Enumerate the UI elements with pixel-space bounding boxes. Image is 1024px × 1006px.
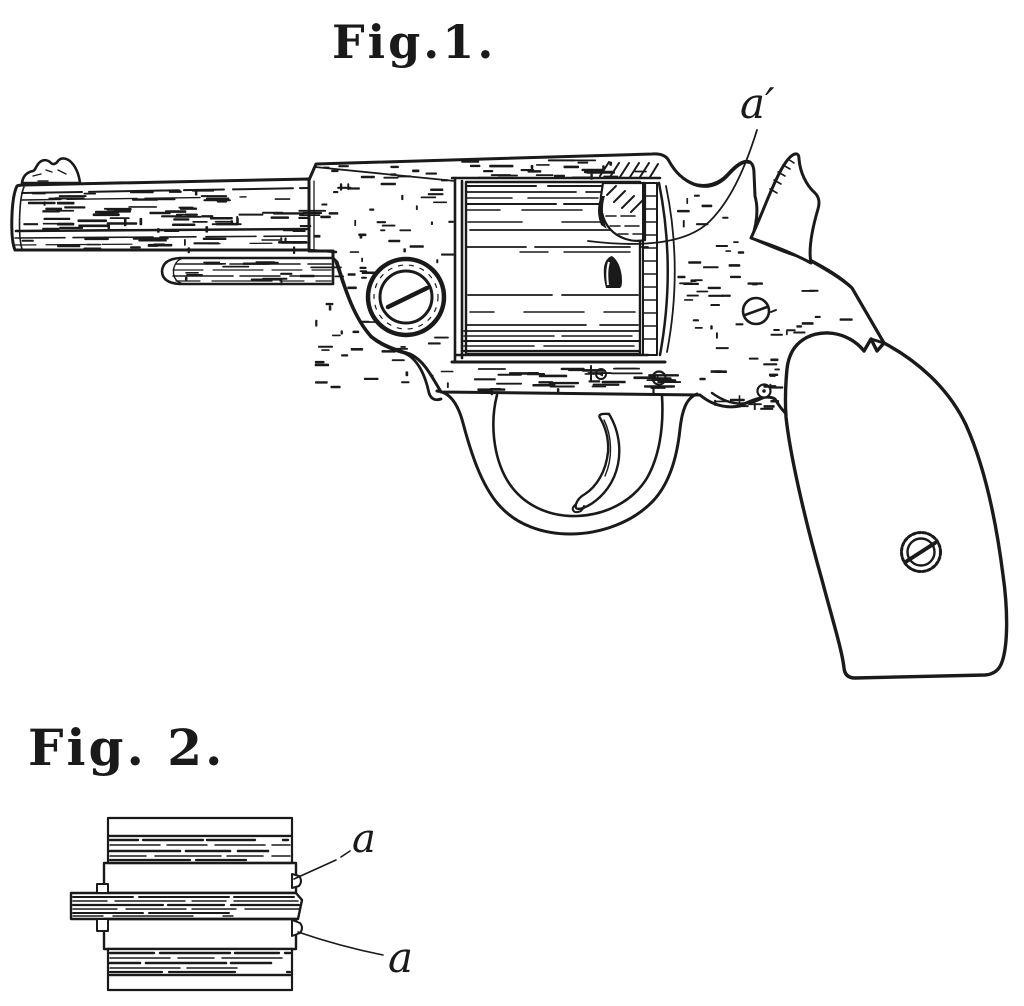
leader-line-a-prime: [587, 129, 758, 245]
section-left-step-upper: [96, 883, 109, 894]
callout-a-bottom-label: a: [388, 933, 413, 982]
top-strap-bevel-line: [314, 166, 456, 182]
cylinder-ratchet: [598, 181, 647, 242]
section-band-hatch-lower: [102, 917, 298, 951]
section-band-hatch-upper: [102, 861, 298, 895]
bullet-in-chamber: [603, 256, 622, 288]
barrel: [10, 157, 311, 252]
leader-line-a-bottom: [297, 931, 384, 956]
front-sight: [20, 157, 82, 185]
cylinder-rear-shield: [639, 181, 676, 357]
grip: [783, 331, 1009, 680]
figure2-drawing: Fig. 2.: [28, 718, 413, 992]
frame-screw-rear: [741, 296, 777, 326]
figure2-label: Fig. 2.: [28, 718, 225, 777]
leader-line-a-top: [293, 850, 351, 880]
callout-a-top-label: a: [352, 816, 376, 862]
hammer-serrations: [769, 158, 795, 194]
figure1-label: Fig.1.: [332, 15, 496, 69]
section-band-hatch-top: [106, 816, 294, 838]
frame-screw-front: [365, 256, 447, 338]
section-band-hatch-bottom: [106, 973, 294, 992]
section-left-step-lower: [96, 918, 109, 932]
cylinder-window-left: [453, 176, 464, 362]
cylinder-body: [464, 180, 642, 356]
section-band-lines-top: [106, 834, 294, 865]
cross-section: [69, 816, 304, 992]
callout-a-prime-label: a′: [740, 79, 775, 128]
frame-front-contour: [334, 260, 443, 402]
trigger-curl: [571, 503, 585, 514]
rear-sight-groove-line: [671, 161, 750, 188]
section-band-lines-bottom: [106, 947, 294, 977]
trigger-guard: [435, 389, 767, 536]
cylinder: [450, 161, 676, 364]
section-core-bore: [69, 891, 304, 921]
figure1-drawing: a′ Fig.1.: [10, 15, 1009, 680]
frame-underbarrel-edge: [307, 248, 338, 254]
trigger: [571, 412, 621, 514]
cylinder-lines: [462, 185, 649, 353]
hammer: [749, 152, 821, 265]
engraving-stipple-texture: [21, 159, 853, 411]
grip-screw: [900, 531, 942, 573]
